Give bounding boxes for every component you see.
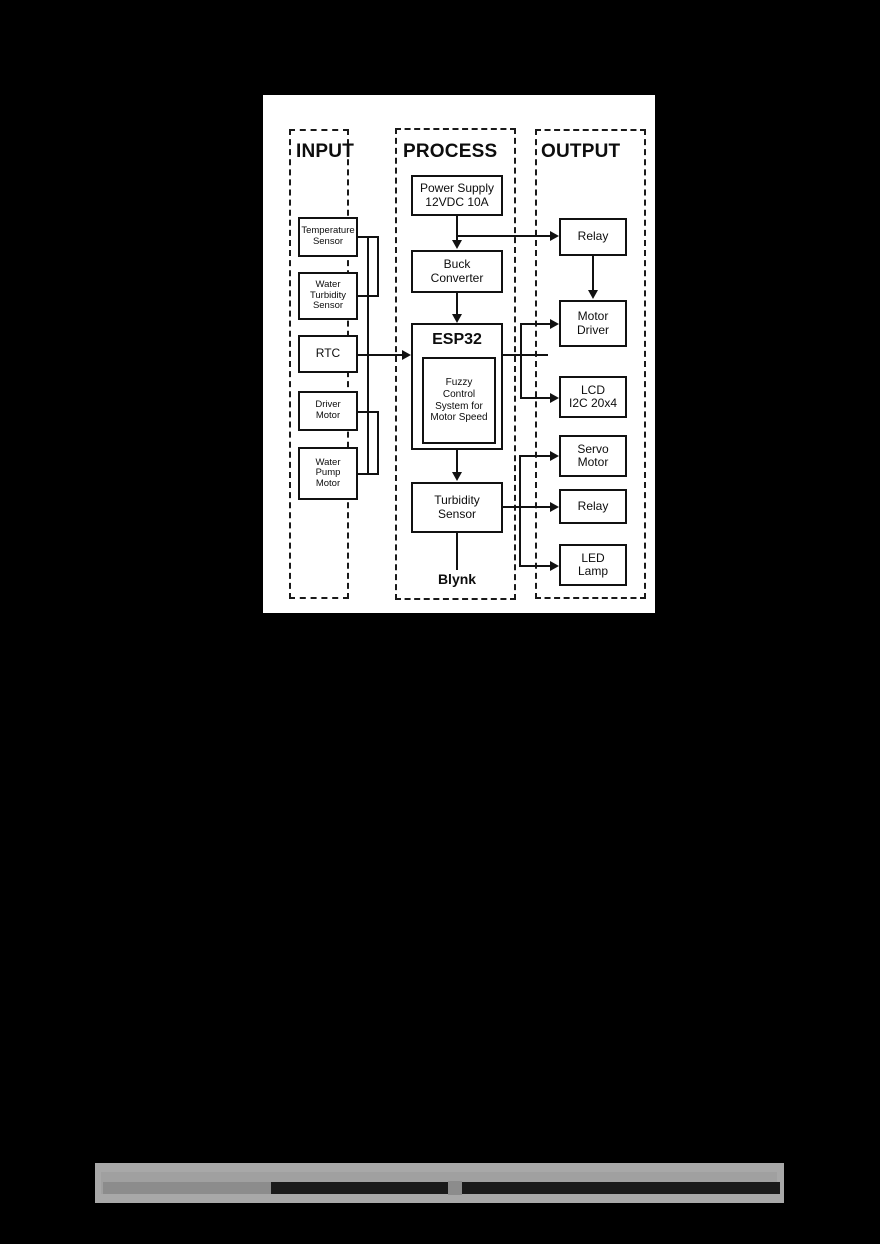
block-relay-bottom: Relay [559, 489, 627, 524]
arrowhead-esp32-to-lcd [550, 393, 559, 403]
wire-turbidity-to-servo [519, 455, 551, 457]
arrowhead-turbidity-to-servo [550, 451, 559, 461]
wire-relay-to-motor-driver [592, 256, 594, 290]
wire-esp32-to-lcd [520, 397, 551, 399]
wire-power-supply-to-relay [456, 235, 551, 237]
footer-block-dark-left [271, 1182, 448, 1194]
wire-esp32-out [503, 354, 548, 356]
wire-buck-to-esp32 [456, 293, 458, 314]
block-buck-converter: Buck Converter [411, 250, 503, 293]
block-servo-motor: Servo Motor [559, 435, 627, 477]
block-water-turbidity-sensor: Water Turbidity Sensor [298, 272, 358, 320]
wire-input-trunk-upper [367, 236, 369, 356]
wire-esp32-fanout-bus [520, 323, 522, 398]
block-esp32: ESP32 Fuzzy Control System for Motor Spe… [411, 323, 503, 450]
arrowhead-power-to-relay [550, 231, 559, 241]
wire-power-supply-down [456, 216, 458, 240]
block-blynk-label: Blynk [437, 571, 477, 587]
arrowhead-input-to-esp32 [402, 350, 411, 360]
wire-turbidity-to-led [519, 565, 551, 567]
group-title-output: OUTPUT [541, 141, 621, 162]
footer-block-dark-right [462, 1182, 780, 1194]
arrowhead-turbidity-to-led [550, 561, 559, 571]
arrowhead-esp32-to-motor-driver [550, 319, 559, 329]
arrowhead-turbidity-to-relay2 [550, 502, 559, 512]
wire-turbidity-fanout-bus [519, 455, 521, 567]
wire-turbidity-out [503, 506, 551, 508]
block-power-supply: Power Supply 12VDC 10A [411, 175, 503, 216]
block-water-pump-motor: Water Pump Motor [298, 447, 358, 500]
block-turbidity-sensor: Turbidity Sensor [411, 482, 503, 533]
wire-input-bus-lower [377, 411, 379, 475]
block-fuzzy-control-system: Fuzzy Control System for Motor Speed [422, 357, 496, 444]
wire-input-trunk-lower [367, 354, 369, 475]
block-diagram-figure: INPUT PROCESS OUTPUT Temperature Sensor … [263, 95, 655, 613]
footer-block-center [448, 1181, 462, 1195]
block-temperature-sensor: Temperature Sensor [298, 217, 358, 257]
wire-input-bus-upper [377, 236, 379, 297]
arrowhead-esp32-to-turbidity [452, 472, 462, 481]
block-driver-motor: Driver Motor [298, 391, 358, 431]
group-title-process: PROCESS [403, 141, 498, 162]
arrowhead-relay-to-motor-driver [588, 290, 598, 299]
group-output [535, 129, 646, 599]
wire-esp32-to-turbidity [456, 450, 458, 472]
block-motor-driver: Motor Driver [559, 300, 627, 347]
arrowhead-buck-to-esp32 [452, 314, 462, 323]
wire-turbidity-to-blynk [456, 533, 458, 570]
block-led-lamp: LED Lamp [559, 544, 627, 586]
footer-block-left [103, 1182, 271, 1194]
block-rtc: RTC [298, 335, 358, 373]
group-process [395, 128, 516, 600]
arrowhead-power-to-buck [452, 240, 462, 249]
block-lcd: LCD I2C 20x4 [559, 376, 627, 418]
block-esp32-label: ESP32 [432, 331, 482, 348]
block-relay-top: Relay [559, 218, 627, 256]
wire-input-to-esp32 [358, 354, 403, 356]
wire-esp32-to-motor-driver [520, 323, 551, 325]
group-title-input: INPUT [296, 141, 354, 162]
